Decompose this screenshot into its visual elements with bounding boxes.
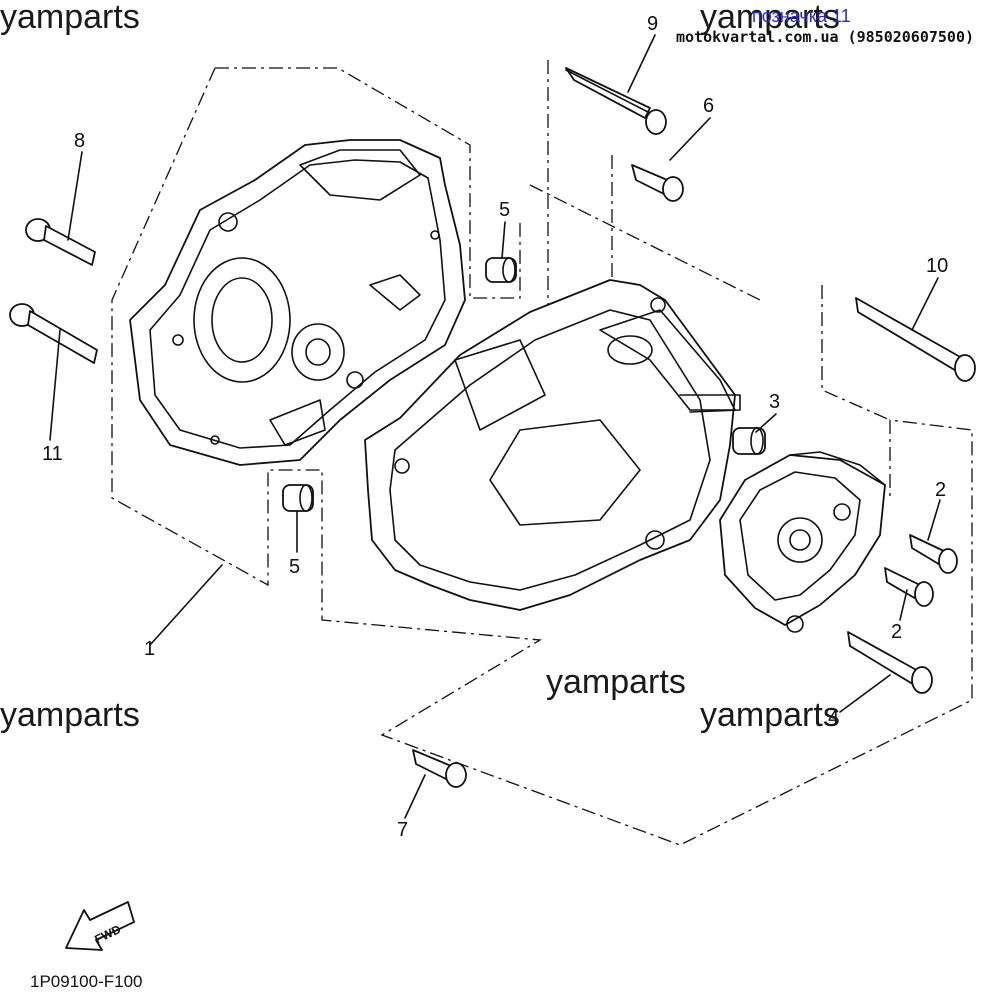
bolt-10 xyxy=(855,297,976,382)
dowel-pins xyxy=(282,257,766,512)
callout-8: 8 xyxy=(74,130,85,152)
left-crankcase-half xyxy=(129,139,466,466)
bolt-2-lower xyxy=(884,567,934,607)
bolt-11 xyxy=(9,303,98,364)
right-crankcase-half xyxy=(364,279,741,611)
watermark-top-right: yamparts xyxy=(700,0,840,36)
right-side-cover xyxy=(719,451,886,633)
callout-7: 7 xyxy=(397,819,408,841)
leader-lines xyxy=(49,34,941,819)
dowel-pin-5-bottom xyxy=(282,484,314,512)
callout-6: 6 xyxy=(703,95,714,117)
callout-10: 10 xyxy=(926,255,948,277)
callout-2-lower: 2 xyxy=(891,621,902,643)
bolt-7 xyxy=(412,749,467,788)
callout-5-top: 5 xyxy=(499,199,510,221)
watermark-right: yamparts xyxy=(700,696,840,734)
fwd-arrow-icon: FWD xyxy=(65,901,135,951)
callout-4: 4 xyxy=(828,707,839,729)
callout-1: 1 xyxy=(144,638,155,660)
callout-5-bottom: 5 xyxy=(289,556,300,578)
callout-2-upper: 2 xyxy=(935,479,946,501)
bolt-6 xyxy=(631,164,684,202)
diagram-code: 1P09100-F100 xyxy=(30,972,143,991)
callout-11: 11 xyxy=(42,443,63,465)
header-label: позначка 11 xyxy=(752,6,851,26)
callout-9: 9 xyxy=(647,13,658,35)
callout-labels: 9 6 8 5 10 3 11 2 5 2 1 4 7 xyxy=(42,13,948,841)
watermark-left: yamparts xyxy=(0,696,140,734)
dowel-pin-3 xyxy=(732,427,766,455)
header-site: motokvartal.com.ua (985020607500) xyxy=(676,28,975,46)
bolts xyxy=(9,67,976,788)
dowel-pin-5-top xyxy=(485,257,517,283)
watermark-top-left: yamparts xyxy=(0,0,140,36)
bolt-8 xyxy=(25,218,96,266)
bolt-4 xyxy=(847,631,933,694)
bolt-2-upper xyxy=(909,534,958,574)
bolt-9 xyxy=(565,67,667,135)
watermark-middle: yamparts xyxy=(546,663,686,701)
callout-3: 3 xyxy=(769,391,780,413)
